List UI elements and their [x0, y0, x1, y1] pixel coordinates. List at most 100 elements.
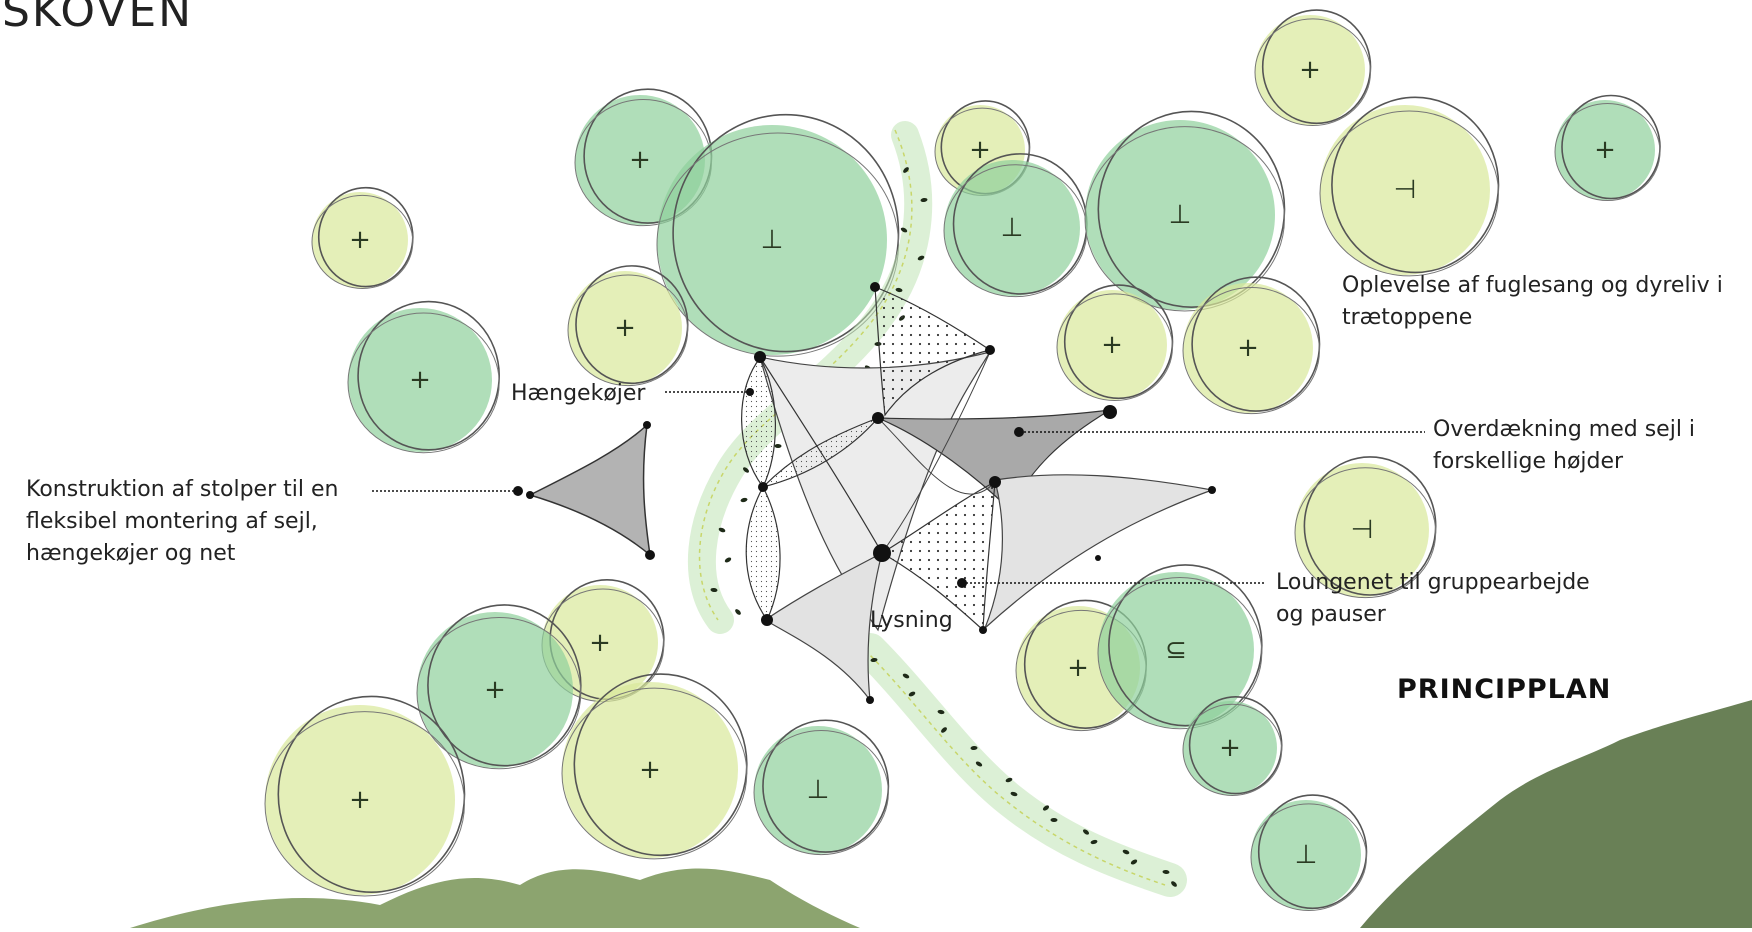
trail-stone	[970, 745, 978, 751]
tree: +	[1182, 276, 1321, 415]
post	[979, 626, 987, 634]
post	[1095, 555, 1101, 561]
tree-canopy	[1098, 572, 1254, 728]
tree-trunk-mark: ⊥	[807, 775, 830, 805]
label-hammocks: Hængekøjer	[511, 378, 645, 410]
tree-trunk-mark: ⊣	[1351, 515, 1374, 545]
post	[870, 282, 880, 292]
tree-trunk-mark: +	[1299, 55, 1321, 85]
label-birds-line-2: trætoppene	[1342, 305, 1473, 330]
tree-trunk-mark: ⊥	[761, 225, 784, 255]
label-lounge: Loungenet til gruppearbejde og pauser	[1276, 567, 1590, 631]
label-construction-line-2: fleksibel montering af sejl,	[26, 509, 318, 534]
tree-canopy	[1057, 290, 1167, 400]
tree: ⊥	[1084, 110, 1286, 312]
trees-layer: +⊥++++⊥⊥+++⊣+⊣++++⊥+⊆+⊥	[264, 9, 1661, 912]
label-construction-line-3: hængekøjer og net	[26, 541, 236, 566]
trail-stone	[718, 527, 726, 533]
tree-outline-sketch	[1294, 467, 1437, 599]
tree: ⊣	[1319, 96, 1500, 277]
tree-outline-sketch	[567, 274, 689, 387]
tree-canopy	[568, 271, 682, 385]
trail-stone	[1171, 881, 1177, 887]
tree-outline-sketch	[1056, 293, 1173, 402]
leader-dot	[513, 486, 523, 496]
post	[866, 696, 874, 704]
trail-stone	[941, 727, 947, 733]
tree: ⊥	[656, 113, 900, 357]
trail-stone	[1090, 839, 1098, 845]
tree-outline-sketch	[1319, 110, 1499, 277]
trail-stone	[740, 497, 748, 503]
post	[526, 491, 534, 499]
trail-stone	[900, 227, 908, 233]
tree-outline	[1097, 110, 1286, 308]
tree-trunk-mark: +	[589, 628, 611, 658]
tree: ⊥	[1250, 794, 1368, 912]
post	[643, 421, 651, 429]
sail-right	[984, 474, 1215, 629]
sail-top-net	[874, 286, 992, 417]
trail-stone	[917, 255, 925, 261]
trail-stone	[908, 691, 916, 697]
tree-canopy	[1320, 105, 1490, 275]
label-canopy-line-1: Overdækning med sejl i	[1433, 417, 1696, 442]
post	[758, 482, 768, 492]
trail-line-south	[864, 649, 1166, 886]
tree: ⊥	[753, 719, 890, 856]
trail-band-south	[853, 633, 1187, 897]
tree-outline-sketch	[311, 194, 414, 289]
tree-outline	[277, 695, 466, 893]
label-lounge-line-2: og pauser	[1276, 602, 1386, 627]
trail-stone	[1050, 817, 1058, 823]
tree-outline-sketch	[1182, 703, 1283, 796]
tree-trunk-mark: +	[349, 785, 371, 815]
tree-outline-sketch	[753, 729, 889, 856]
trail-stone	[1122, 849, 1130, 855]
sail-bottom-left	[763, 551, 883, 703]
post	[761, 614, 773, 626]
tree-trunk-mark: ⊥	[1295, 840, 1318, 870]
tree-canopy	[1255, 15, 1365, 125]
tree-trunk-mark: +	[639, 755, 661, 785]
post	[645, 550, 655, 560]
post	[985, 345, 995, 355]
tree-canopy	[1183, 283, 1313, 413]
tree-trunk-mark: +	[484, 675, 506, 705]
trail-stone	[1005, 777, 1013, 783]
tree: ⊣	[1294, 456, 1437, 599]
post	[989, 476, 1001, 488]
tree-canopy	[754, 726, 882, 854]
tree-trunk-mark: +	[969, 135, 991, 165]
tree-canopy	[1295, 463, 1429, 597]
tree: +	[1056, 284, 1174, 402]
tree-trunk-mark: ⊣	[1394, 175, 1417, 205]
trail-stone	[895, 287, 903, 293]
trail-stone	[870, 657, 878, 663]
tree: +	[416, 604, 582, 770]
label-birds-line-1: Oplevelse af fuglesang og dyreliv i	[1342, 273, 1723, 298]
label-construction: Konstruktion af stolper til en fleksibel…	[26, 474, 338, 570]
tree-canopy	[657, 125, 887, 355]
tree-canopy	[1085, 120, 1275, 310]
hammock-lower	[745, 485, 781, 622]
tree-canopy	[348, 308, 492, 452]
tree-trunk-mark: +	[1101, 330, 1123, 360]
trail-stone	[710, 587, 718, 593]
tree-outline-sketch	[264, 711, 465, 897]
foliage-bottom-right	[1360, 700, 1752, 928]
tree-canopy	[1251, 800, 1361, 910]
sail-mid-grey	[877, 409, 1111, 512]
sail-thin-edge-1	[759, 356, 883, 554]
tree-canopy	[417, 612, 573, 768]
label-canopy-line-2: forskellige højder	[1433, 449, 1624, 474]
tree: +	[1554, 94, 1661, 201]
tree: +	[347, 300, 501, 454]
label-birds: Oplevelse af fuglesang og dyreliv i træt…	[1342, 270, 1723, 334]
tree-trunk-mark: +	[1594, 135, 1616, 165]
label-clearing: Lysning	[870, 605, 953, 637]
tree-canopy	[1183, 701, 1277, 795]
post	[754, 351, 766, 363]
label-lounge-line-1: Loungenet til gruppearbejde	[1276, 570, 1590, 595]
post	[1208, 486, 1216, 494]
